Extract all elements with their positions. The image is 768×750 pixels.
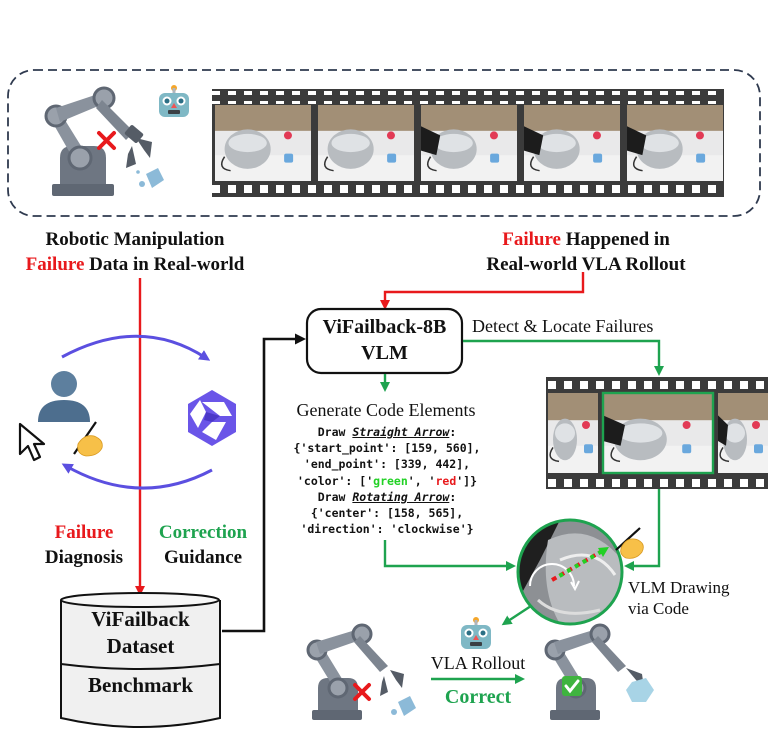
film-frame [318, 105, 414, 181]
vlm-box-label: ViFailback-8B VLM [307, 314, 462, 366]
failure-highlight: Failure [25, 254, 85, 275]
mouse-cursor-icon [18, 422, 46, 462]
drawing-line-1: VLM Drawing [628, 578, 730, 597]
failure-diagnosis-label: Failure Diagnosis [34, 520, 134, 570]
code-red-value: red [435, 473, 457, 488]
purple-arrow-human-to-model [61, 334, 211, 361]
database-divider [60, 663, 221, 670]
code-green-value: green [373, 473, 408, 488]
vla-rollout-label: VLA Rollout [430, 653, 526, 673]
code-line: Draw Rotating Arrow: [262, 489, 512, 505]
code-text: ']} [456, 473, 478, 488]
robot-face-icon [159, 85, 189, 117]
dataset-label: ViFailback Dataset [61, 606, 220, 660]
caption-rest: Data in Real-world [84, 254, 245, 275]
green-arrow-filmstrip-to-drawing [624, 489, 661, 571]
dataset-database [60, 592, 221, 728]
guidance-word: Guidance [163, 547, 243, 568]
film-frame [421, 105, 517, 181]
rollout-failure-caption: Failure Happened in Real-world VLA Rollo… [456, 227, 716, 277]
model-logo-icon [188, 390, 236, 446]
code-text: : [449, 425, 457, 439]
vlm-drawing-circle [516, 518, 624, 626]
writing-hand-icon [615, 527, 644, 559]
failure-data-caption: Robotic Manipulation Failure Data in Rea… [10, 227, 260, 277]
code-elements-block: Draw Straight Arrow:{'start_point': [159… [262, 424, 512, 537]
detected-failure-film-strip [546, 377, 768, 489]
vlm-type: VLM [361, 342, 408, 364]
green-arrow-drawing-to-rollout [501, 602, 535, 626]
purple-arrow-model-to-human [61, 463, 213, 490]
code-text: ', ' [407, 473, 436, 488]
detect-locate-label: Detect & Locate Failures [472, 316, 654, 336]
red-x-mark-icon [97, 131, 116, 150]
robot-arm-failure-icon [44, 86, 164, 196]
code-line: 'direction': 'clockwise'} [300, 522, 474, 537]
film-frame [627, 105, 723, 181]
rotating-arrow-mark [529, 563, 575, 587]
caption-line-2: Failure Data in Real-world [10, 252, 260, 277]
film-frame [524, 105, 620, 181]
dataset-type: Dataset [106, 634, 175, 658]
caption-line-2: Real-world VLA Rollout [486, 254, 686, 275]
check-mark-icon [562, 676, 582, 696]
code-function-name: Rotating Arrow [352, 489, 450, 504]
film-frame [601, 391, 715, 475]
top-dashed-panel [7, 69, 761, 217]
rollout-film-strip-top [212, 89, 724, 197]
film-frame [548, 393, 598, 473]
benchmark-label: Benchmark [88, 673, 193, 697]
failure-word: Failure [54, 522, 114, 543]
caption-line-1: Failure Happened in [456, 227, 716, 252]
code-line: Draw Straight Arrow: [262, 424, 512, 440]
code-text: Draw [317, 425, 353, 439]
green-arrow-vlm-to-filmstrip [463, 339, 664, 376]
code-line: {'start_point': [159, 560], [293, 441, 481, 456]
dataset-name: ViFailback [91, 607, 190, 631]
film-frame [215, 105, 311, 181]
correction-guidance-label: Correction Guidance [146, 520, 260, 570]
diagnosis-word: Diagnosis [44, 547, 124, 568]
failure-highlight: Failure [502, 229, 561, 250]
green-arrow-code-to-drawing [383, 540, 516, 571]
robot-face-bottom-icon [461, 617, 491, 649]
code-line: 'color': ['green', 'red']} [262, 473, 512, 489]
code-text: : [449, 489, 457, 504]
vlm-box [305, 307, 464, 375]
code-function-name: Straight Arrow [352, 425, 450, 439]
human-annotator-icon [38, 371, 90, 422]
code-text: Draw [317, 489, 353, 504]
vlm-drawing-label: VLM Drawing via Code [628, 577, 730, 619]
robot-arm-success-icon [544, 623, 654, 720]
red-x-mark-bottom-icon [353, 683, 371, 701]
generate-code-label: Generate Code Elements [296, 400, 476, 420]
vlm-name: ViFailback-8B [322, 316, 447, 338]
robot-arm-failure-bottom-icon [306, 623, 416, 720]
code-line: {'center': [158, 565], [310, 506, 464, 521]
caption-line-1: Robotic Manipulation [45, 229, 225, 250]
code-line: 'end_point': [339, 442], [303, 457, 471, 472]
black-arrow-dataset-to-vlm [222, 333, 306, 633]
red-arrow-rollout-to-vlm [380, 272, 585, 310]
correction-word: Correction [158, 522, 248, 543]
correct-label: Correct [444, 686, 512, 708]
code-text: 'color': [' [296, 473, 374, 488]
drawing-line-2: via Code [628, 599, 689, 618]
film-frame [718, 393, 768, 473]
caption-rest: Happened in [561, 229, 670, 250]
writing-hand-annotation-icon [73, 421, 103, 457]
